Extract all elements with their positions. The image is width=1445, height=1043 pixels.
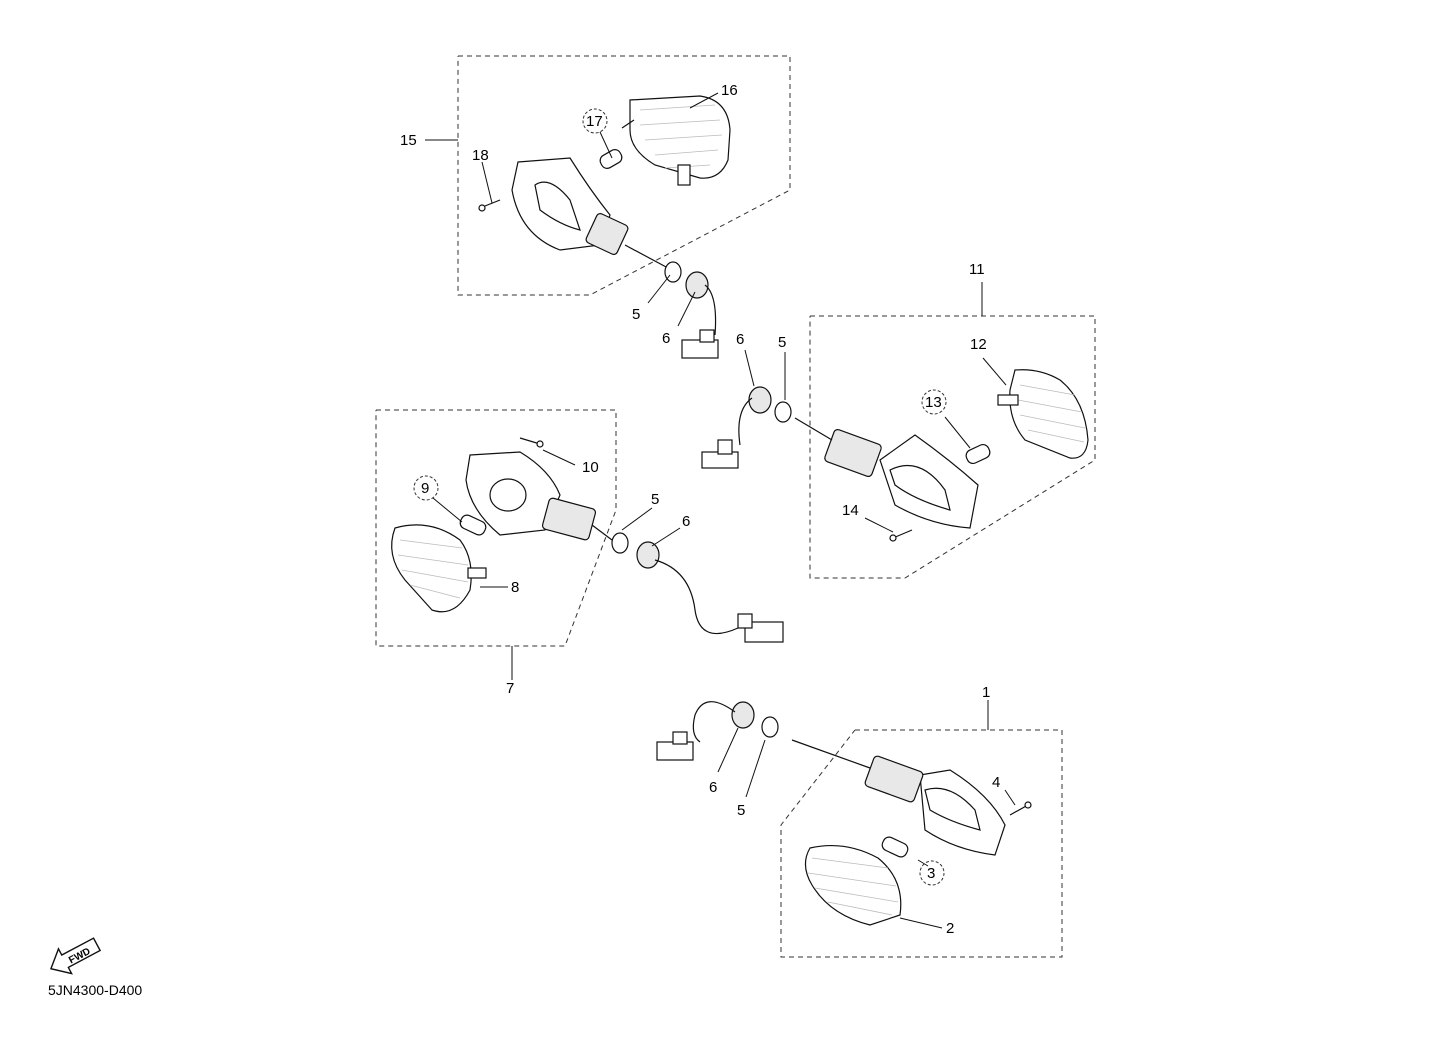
callout-9: 9: [421, 480, 429, 497]
assembly-7-boundary: [375, 409, 617, 647]
diagram-code: 5JN4300-D400: [48, 982, 143, 998]
callout-16: 16: [721, 82, 738, 99]
callout-6a: 6: [662, 330, 670, 347]
screw-10: [519, 437, 544, 448]
callout-17: 17: [586, 113, 603, 130]
fwd-label: FWD: [67, 946, 92, 966]
assembly-1-rear-right: [780, 729, 1063, 958]
callout-6c: 6: [682, 513, 690, 530]
callout-4: 4: [992, 774, 1000, 791]
callout-12: 12: [970, 336, 987, 353]
callout-18: 18: [472, 147, 489, 164]
assembly-15-rear-left: [457, 55, 791, 296]
callout-circle-13: [921, 389, 947, 415]
housing-1: [791, 739, 1006, 856]
callout-circle-9: [413, 475, 439, 501]
assembly-11-boundary: [809, 315, 1096, 579]
callout-7: 7: [506, 680, 514, 697]
callout-10: 10: [582, 459, 599, 476]
callout-5c: 5: [651, 491, 659, 508]
callout-1: 1: [982, 684, 990, 701]
callout-3: 3: [927, 865, 935, 882]
lens-2: [804, 844, 902, 926]
assembly-15-boundary: [457, 55, 791, 296]
wire-harness-7: [611, 532, 784, 643]
callout-8: 8: [511, 579, 519, 596]
screw-18: [478, 199, 501, 212]
housing-15: [511, 157, 669, 269]
callout-labels: 15 16 17 18 5 6 11 12 13 14 6 5 10 9 8 7…: [400, 82, 1000, 937]
bulb-17: [599, 149, 623, 169]
callout-6b: 6: [736, 331, 744, 348]
callout-5d: 5: [737, 802, 745, 819]
wire-harness-1: [656, 701, 779, 761]
callout-circle-3: [919, 860, 945, 886]
housing-7: [465, 451, 613, 541]
callout-5a: 5: [632, 306, 640, 323]
assembly-7-front-left: [375, 409, 617, 647]
wire-harness-11: [701, 386, 792, 469]
callout-14: 14: [842, 502, 859, 519]
assembly-11-front-right: [794, 315, 1096, 579]
callout-circle-17: [582, 108, 608, 134]
lens-16: [621, 95, 731, 186]
bulb-9: [459, 514, 487, 536]
assembly-1-boundary: [780, 729, 1063, 958]
callout-5b: 5: [778, 334, 786, 351]
bulb-3: [881, 836, 909, 858]
wire-harness-15: [664, 261, 719, 359]
fwd-arrow-icon: FWD: [49, 937, 102, 975]
lens-12: [997, 369, 1089, 459]
screw-14: [889, 529, 913, 542]
callout-13: 13: [925, 394, 942, 411]
screw-4: [1009, 801, 1032, 816]
housing-11: [794, 417, 979, 529]
callout-2: 2: [946, 920, 954, 937]
bulb-13: [965, 443, 991, 465]
leader-lines: [425, 92, 1016, 929]
callout-11: 11: [969, 261, 985, 278]
lens-8: [391, 524, 487, 613]
callout-15: 15: [400, 132, 417, 149]
callout-6d: 6: [709, 779, 717, 796]
